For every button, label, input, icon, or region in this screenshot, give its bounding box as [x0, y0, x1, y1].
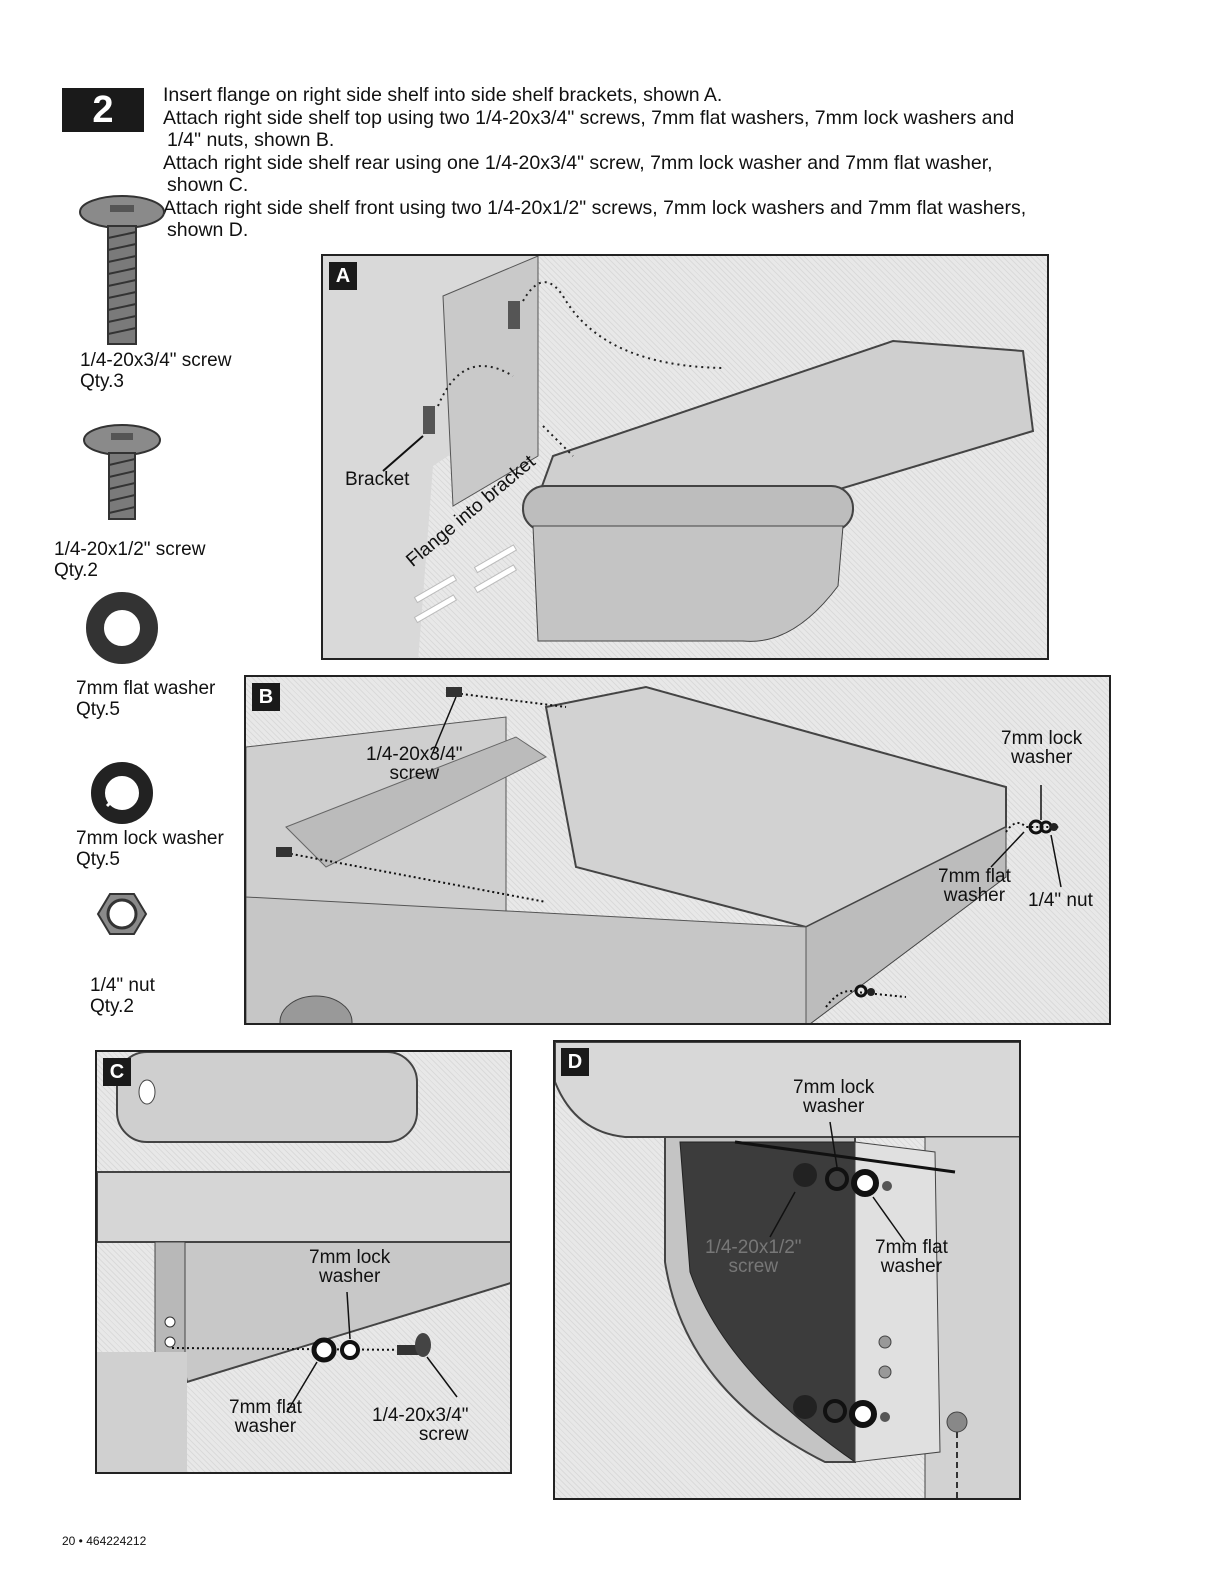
parts-list-item: 1/4" nut Qty.2	[90, 975, 155, 1017]
lock-washer-icon	[91, 762, 153, 824]
callout-line: 7mm lock	[793, 1077, 875, 1098]
callout-line: screw	[418, 1424, 469, 1445]
panel-c: C 7mm lock washer 7mm flat washer 1/4-20…	[95, 1050, 512, 1474]
part-name: 7mm flat washer	[76, 678, 216, 699]
hex-nut-icon	[96, 893, 148, 935]
panel-letter: B	[252, 683, 280, 711]
part-qty: Qty.5	[76, 849, 120, 870]
callout-line: washer	[943, 885, 1006, 906]
panel-a: A Bracket Flange into bracket	[321, 254, 1049, 660]
part-name: 7mm lock washer	[76, 828, 224, 849]
part-qty: Qty.3	[80, 371, 124, 392]
panel-letter: C	[103, 1058, 131, 1086]
parts-list-item: 7mm lock washer Qty.5	[76, 828, 224, 870]
panel-b-illustration	[246, 685, 1062, 1023]
callout-line: washer	[803, 1096, 865, 1117]
instruction-line: Attach right side shelf top using two 1/…	[163, 106, 1015, 129]
panel-d-illustration	[555, 1042, 1019, 1498]
lock-washer-callout: 7mm lock washer	[793, 1078, 874, 1116]
callout-line: 1/4-20x3/4"	[366, 744, 463, 765]
callout-line: washer	[1011, 747, 1073, 768]
instructions: Insert flange on right side shelf into s…	[163, 84, 1163, 242]
panel-a-illustration	[323, 256, 1035, 658]
callout-line: screw	[389, 763, 440, 784]
short-screw-icon	[83, 424, 161, 520]
callout-line: 7mm flat	[875, 1237, 948, 1258]
flat-washer-callout: 7mm flat washer	[875, 1238, 948, 1276]
part-name: 1/4-20x3/4" screw	[80, 350, 232, 371]
instruction-line: Attach right side shelf rear using one 1…	[163, 151, 993, 174]
page-footer: 20 • 464224212	[62, 1534, 147, 1548]
panel-b: B 1/4-20x3/4" screw 7mm lock washer 7mm …	[244, 675, 1111, 1025]
instruction-line: Insert flange on right side shelf into s…	[163, 84, 723, 106]
part-qty: Qty.2	[90, 996, 134, 1017]
nut-callout: 1/4" nut	[1028, 890, 1093, 911]
part-name: 1/4-20x1/2" screw	[54, 539, 206, 560]
panel-c-illustration	[97, 1052, 510, 1472]
panel-letter: D	[561, 1048, 589, 1076]
instruction-line: 1/4" nuts, shown B.	[167, 129, 335, 151]
part-qty: Qty.5	[76, 699, 120, 720]
callout-line: 7mm lock	[1001, 728, 1083, 749]
flat-washer-callout: 7mm flat washer	[938, 867, 1011, 905]
instruction-line: shown D.	[167, 219, 249, 241]
callout-line: 7mm flat	[229, 1397, 302, 1418]
screw-callout: 1/4-20x3/4" screw	[372, 1406, 469, 1444]
callout-line: 7mm lock	[309, 1247, 391, 1268]
parts-list-item: 7mm flat washer Qty.5	[76, 678, 215, 720]
instruction-line: shown C.	[167, 174, 249, 196]
panel-letter: A	[329, 262, 357, 290]
instruction-line: Attach right side shelf front using two …	[163, 196, 1027, 219]
flat-washer-callout: 7mm flat washer	[229, 1398, 302, 1436]
callout-line: washer	[880, 1256, 943, 1277]
lock-washer-callout: 7mm lock washer	[309, 1248, 390, 1286]
callout-line: 1/4-20x1/2"	[705, 1237, 802, 1258]
callout-line: screw	[728, 1256, 779, 1277]
callout-line: 7mm flat	[938, 866, 1011, 887]
parts-list-item: 1/4-20x3/4" screw Qty.3	[80, 350, 231, 392]
step-number-badge: 2	[62, 88, 144, 132]
part-qty: Qty.2	[54, 560, 98, 581]
callout-line: 1/4-20x3/4"	[372, 1405, 469, 1426]
panel-d: D 7mm lock washer 1/4-20x1/2" screw 7mm …	[553, 1040, 1021, 1500]
callout-line: washer	[319, 1266, 381, 1287]
flat-washer-icon	[86, 592, 158, 664]
screw-callout: 1/4-20x3/4" screw	[366, 745, 463, 783]
bracket-callout: Bracket	[345, 469, 410, 490]
callout-line: washer	[234, 1416, 297, 1437]
part-name: 1/4" nut	[90, 975, 155, 996]
lock-washer-callout: 7mm lock washer	[1001, 729, 1082, 767]
screw-callout: 1/4-20x1/2" screw	[705, 1238, 802, 1276]
long-screw-icon	[79, 195, 165, 345]
parts-list-item: 1/4-20x1/2" screw Qty.2	[54, 539, 205, 581]
